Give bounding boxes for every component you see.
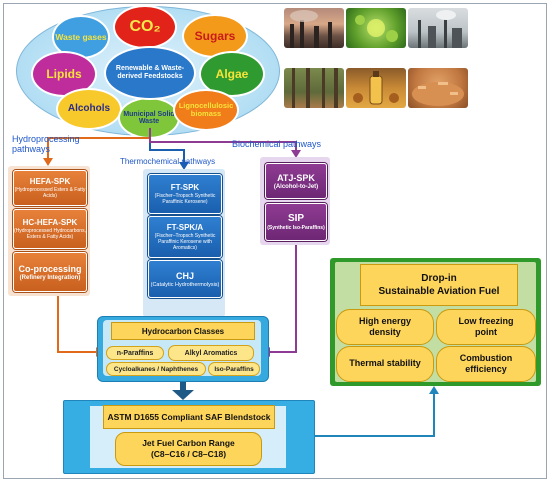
ft-spk-box: FT-SPK (Fischer–Tropsch Synthetic Paraff… — [148, 174, 222, 214]
carbon-range-line1: Jet Fuel Carbon Range — [142, 437, 235, 448]
ft-spk-a-box: FT-SPK/A (Fischer–Tropsch Synthetic Para… — [148, 216, 222, 258]
industrial-smoke-image — [290, 10, 332, 48]
carbon-range-line2: (C8–C16 / C8–C18) — [150, 449, 227, 459]
feedstock-waste-gases-label: Waste gases — [55, 31, 107, 42]
hc-hefa-spk-sub: (Hydroprocessed Hydrocarbons, Esters & F… — [14, 228, 86, 240]
class-n-paraffins-label: n-Paraffins — [116, 349, 154, 357]
hydrocarbon-classes-title-text: Hydrocarbon Classes — [141, 326, 225, 336]
atj-spk-box: ATJ-SPK (Alcohol-to-Jet) — [265, 163, 327, 199]
hc-hefa-spk-box: HC-HEFA-SPK (Hydroprocessed Hydrocarbons… — [13, 209, 87, 249]
chj-title: CHJ — [175, 270, 194, 281]
prop-freezing-point-l1: Low freezing — [458, 315, 514, 326]
forest-image — [292, 68, 338, 108]
prop-combustion-efficiency-l1: Combustion — [459, 352, 513, 363]
chj-box: CHJ (Catalytic Hydrothermolysis) — [148, 260, 222, 298]
photo-wood-chips — [408, 68, 468, 108]
co-processing-title: Co-processing — [18, 263, 82, 274]
feedstock-alcohols-label: Alcohols — [67, 102, 111, 114]
class-alkyl-aromatics: Alkyl Aromatics — [168, 345, 254, 361]
prop-freezing-point: Low freezing point — [436, 309, 536, 345]
co-processing-sub: (Refinery Integration) — [19, 274, 81, 281]
photo-oil-bottle — [346, 68, 406, 108]
sip-title: SIP — [287, 213, 305, 224]
prop-combustion-efficiency-l2: efficiency — [465, 364, 507, 374]
photo-industrial-smoke — [284, 8, 344, 48]
hefa-spk-title: HEFA-SPK — [29, 177, 71, 186]
hefa-spk-sub: (Hydroprocessed Esters & Fatty Acids) — [14, 187, 86, 199]
prop-thermal-stability: Thermal stability — [336, 346, 434, 382]
photo-refinery — [408, 8, 468, 48]
ft-spk-a-title: FT-SPK/A — [166, 223, 204, 232]
green-plant-image — [355, 15, 398, 42]
class-alkyl-aromatics-label: Alkyl Aromatics — [184, 349, 238, 357]
hefa-spk-box: HEFA-SPK (Hydroprocessed Esters & Fatty … — [13, 170, 87, 206]
label-hydroprocessing: Hydroprocessing pathways — [12, 134, 82, 155]
class-iso-paraffins: Iso-Paraffins — [208, 362, 260, 376]
diagram-frame — [3, 3, 547, 479]
class-iso-paraffins-label: Iso-Paraffins — [214, 365, 254, 373]
dropin-title-line2: Sustainable Aviation Fuel — [378, 286, 500, 297]
refinery-image — [418, 10, 462, 48]
sip-box: SIP (Synthetic Iso-Paraffins) — [265, 203, 327, 241]
feedstock-msw-label: Municipal Solid Waste — [123, 110, 175, 125]
prop-energy-density-l2: density — [369, 327, 401, 337]
atj-spk-sub: (Alcohol-to-Jet) — [273, 183, 319, 190]
label-biochemical-text: Biochemical pathways — [232, 139, 322, 149]
feedstock-co2: CO₂ — [113, 5, 177, 49]
ft-spk-title: FT-SPK — [170, 183, 200, 192]
dropin-title-box: Drop-in Sustainable Aviation Fuel — [360, 264, 518, 306]
photo-green-plant — [346, 8, 406, 48]
chj-sub: (Catalytic Hydrothermolysis) — [150, 281, 220, 288]
class-n-paraffins: n-Paraffins — [106, 346, 164, 360]
wood-chips-image — [412, 82, 464, 106]
feedstock-center-label: Renewable & Waste-derived Feedstocks — [115, 64, 185, 80]
feedstock-center: Renewable & Waste-derived Feedstocks — [104, 46, 196, 100]
prop-energy-density: High energy density — [336, 309, 434, 345]
prop-thermal-stability-l1: Thermal stability — [349, 358, 421, 369]
class-cycloalkanes-label: Cycloalkanes / Naphthenes — [113, 365, 199, 373]
astm-blendstock-box: ASTM D1655 Compliant SAF Blendstock — [103, 405, 275, 429]
label-thermochemical: Thermochemical pathways — [120, 157, 215, 166]
feedstock-lipids-label: Lipids — [46, 66, 82, 81]
feedstock-co2-label: CO₂ — [129, 17, 161, 35]
hc-hefa-spk-title: HC-HEFA-SPK — [22, 218, 78, 227]
ft-spk-sub: (Fischer–Tropsch Synthetic Paraffinic Ke… — [154, 193, 216, 205]
feedstock-sugars-label: Sugars — [194, 28, 236, 43]
co-processing-box: Co-processing (Refinery Integration) — [13, 252, 87, 292]
ft-spk-a-sub: (Fischer–Tropsch Synthetic Paraffinic Ke… — [154, 233, 216, 251]
prop-energy-density-l1: High energy — [358, 315, 411, 326]
label-biochemical: Biochemical pathways — [232, 139, 321, 149]
feedstock-algae: Algae — [199, 51, 265, 97]
astm-blendstock-label: ASTM D1655 Compliant SAF Blendstock — [107, 412, 271, 422]
dropin-title-line1: Drop-in — [421, 272, 457, 284]
sip-sub: (Synthetic Iso-Paraffins) — [267, 225, 325, 231]
label-hydroprocessing-text: Hydroprocessing pathways — [12, 134, 80, 155]
hydrocarbon-classes-title: Hydrocarbon Classes — [111, 322, 255, 340]
prop-freezing-point-l2: point — [475, 327, 497, 337]
photo-forest — [284, 68, 344, 108]
prop-combustion-efficiency: Combustion efficiency — [436, 346, 536, 382]
feedstock-algae-label: Algae — [215, 66, 249, 81]
oil-bottle-image — [353, 71, 399, 105]
carbon-range-box: Jet Fuel Carbon Range (C8–C16 / C8–C18) — [115, 432, 262, 466]
feedstock-lignocellulosic: Lignocellulosic biomass — [173, 89, 239, 131]
label-thermochemical-text: Thermochemical pathways — [120, 157, 216, 166]
atj-spk-title: ATJ-SPK — [277, 172, 315, 183]
feedstock-lignocellulosic-label: Lignocellulosic biomass — [178, 101, 234, 118]
class-cycloalkanes: Cycloalkanes / Naphthenes — [106, 362, 206, 376]
